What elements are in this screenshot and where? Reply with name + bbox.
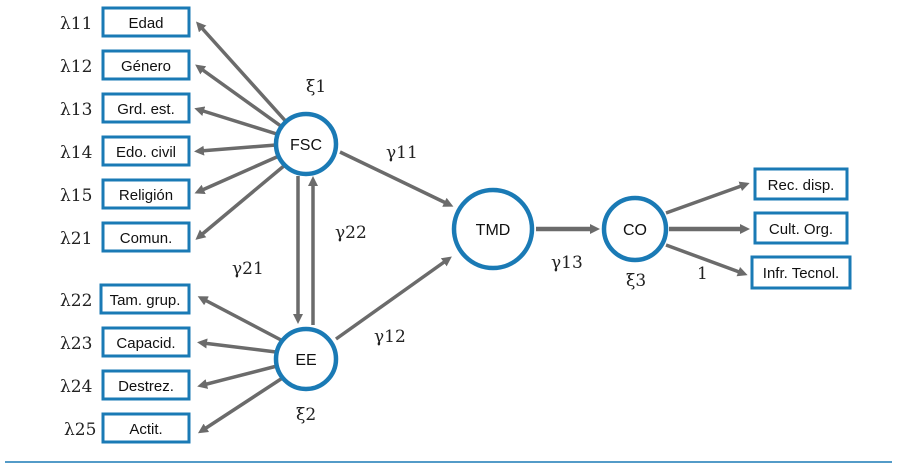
ee-indicator-box: Capacid. — [101, 326, 191, 358]
indicator-label: Rec. disp. — [768, 177, 835, 194]
indicator-label: Actit. — [129, 421, 162, 438]
node-label: CO — [623, 222, 647, 239]
loading-arrow — [197, 364, 278, 389]
indicator-label: Comun. — [120, 230, 173, 247]
lambda-label: λ13 — [60, 100, 92, 120]
indicator-label: Destrez. — [118, 378, 174, 395]
indicator-label: Capacid. — [116, 335, 175, 352]
indicator-label: Religión — [119, 187, 173, 204]
ee-indicator-box: Destrez. — [101, 369, 191, 401]
lambda-label: λ21 — [60, 229, 92, 249]
ee-indicator-box: Tam. grup. — [99, 283, 191, 315]
lambda-label: λ23 — [60, 334, 92, 354]
indicator-label: Infr. Tecnol. — [763, 265, 839, 282]
lambda-label: λ25 — [64, 420, 96, 440]
lambda-label: λ14 — [60, 143, 92, 163]
fsc-indicator-box: Religión — [101, 178, 191, 210]
loading-arrow — [194, 154, 280, 194]
loading-arrow — [665, 181, 750, 215]
fsc-indicator-box: Edo. civil — [101, 135, 191, 167]
gamma-label: γ21 — [232, 259, 264, 279]
ee-indicator-box: Actit. — [101, 412, 191, 444]
loading-one-label: 1 — [697, 264, 708, 284]
latent-node-fsc: FSC — [273, 111, 339, 177]
loading-arrow — [197, 375, 285, 434]
indicator-label: Género — [121, 58, 171, 75]
latent-node-ee: EE — [273, 326, 339, 392]
lambda-label: λ15 — [60, 186, 92, 206]
xi-label: ξ2 — [296, 405, 316, 425]
gamma-label: γ11 — [386, 143, 418, 163]
node-label: FSC — [290, 137, 322, 154]
co-indicator-box: Cult. Org. — [753, 211, 849, 245]
xi-label: ξ1 — [306, 77, 326, 97]
lambda-label: λ24 — [60, 377, 92, 397]
loading-arrow — [194, 143, 277, 156]
latent-node-co: CO — [601, 195, 669, 263]
path-arrow-fsc-tmd — [339, 150, 454, 207]
indicator-label: Edo. civil — [116, 144, 176, 161]
fsc-indicator-box: Edad — [101, 6, 191, 38]
gamma-label: γ22 — [335, 223, 367, 243]
lambda-label: λ11 — [60, 14, 92, 34]
indicator-label: Grd. est. — [117, 101, 175, 118]
indicator-label: Edad — [128, 15, 163, 32]
loading-arrow — [197, 338, 277, 354]
loading-arrow — [195, 64, 287, 131]
fsc-indicator-box: Grd. est. — [101, 92, 191, 124]
lambda-label: λ22 — [60, 291, 92, 311]
loading-arrow — [195, 163, 287, 240]
latent-node-tmd: TMD — [451, 187, 535, 271]
loading-arrow — [194, 106, 281, 137]
fsc-indicator-box: Género — [101, 49, 191, 81]
gamma-label: γ13 — [551, 253, 583, 273]
fsc-indicator-box: Comun. — [101, 221, 191, 253]
co-indicator-box: Rec. disp. — [753, 167, 849, 201]
node-label: TMD — [476, 222, 511, 239]
gamma-label: γ12 — [374, 327, 406, 347]
lambda-label: λ12 — [60, 57, 92, 77]
path-arrow-ee-tmd — [334, 256, 452, 341]
indicator-label: Cult. Org. — [769, 221, 833, 238]
indicator-label: Tam. grup. — [110, 292, 181, 309]
loading-arrow — [665, 243, 748, 277]
loading-arrow — [195, 21, 292, 128]
loading-arrow — [197, 296, 282, 342]
xi-label: ξ3 — [626, 271, 646, 291]
co-indicator-box: Infr. Tecnol. — [750, 255, 852, 290]
node-label: EE — [295, 352, 316, 369]
